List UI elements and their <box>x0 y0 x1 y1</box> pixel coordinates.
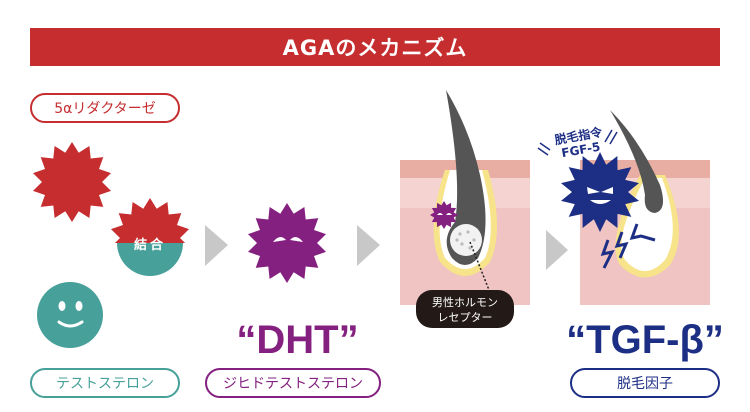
bond-label: 結合 <box>134 237 166 253</box>
tgf-villain-star-icon <box>561 152 639 232</box>
arrow-icon <box>546 230 568 270</box>
tgf-title: “TGF-β” <box>566 318 724 362</box>
enzyme-star-icon <box>33 142 111 222</box>
emphasis-lines-icon <box>537 129 618 156</box>
dht-star-icon <box>248 203 326 283</box>
testosterone-label: テストステロン <box>30 368 180 398</box>
testosterone-smiley-icon <box>37 282 103 348</box>
receptor-label-line1: 男性ホルモン <box>432 295 498 309</box>
receptor-label-line2: レセプター <box>438 311 493 324</box>
bond-testosterone-icon <box>117 243 183 276</box>
arrow-icon <box>357 225 380 266</box>
receptor-callout <box>416 290 514 328</box>
dht-title: “DHT” <box>236 318 359 362</box>
bond-enzyme-icon <box>111 198 189 243</box>
arrow-icon <box>205 225 228 266</box>
dht-label: ジヒドテストステロン <box>205 368 381 398</box>
fgf-label-line2: FGF-5 <box>560 140 601 161</box>
tgf-label: 脱毛因子 <box>570 368 720 398</box>
title-banner: AGAのメカニズム <box>30 28 720 66</box>
hair-follicle-panel <box>400 90 530 305</box>
enzyme-label: 5αリダクターゼ <box>30 93 180 123</box>
lightning-icon <box>600 223 656 269</box>
